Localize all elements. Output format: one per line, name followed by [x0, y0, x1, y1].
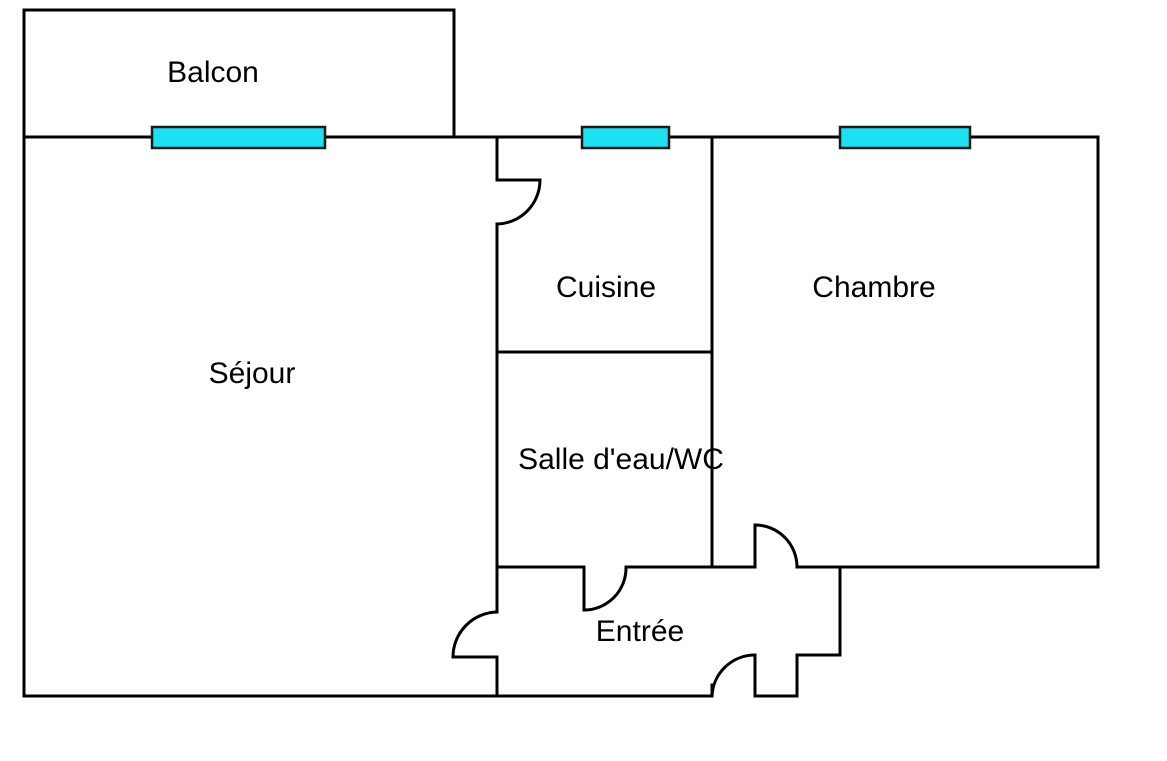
door-chambre: [753, 523, 799, 568]
room-label-cuisine: Cuisine: [556, 271, 656, 304]
door-sejour: [451, 610, 498, 659]
room-label-salle-eau: Salle d'eau/WC: [518, 443, 724, 476]
door-salle-eau: [582, 566, 628, 612]
window-sejour: [150, 125, 327, 150]
room-label-balcon: Balcon: [167, 56, 259, 89]
interior-walls: [495, 135, 842, 698]
door-entrance: [710, 653, 756, 697]
room-label-entree: Entrée: [596, 615, 684, 648]
door-cuisine: [496, 178, 542, 226]
exterior-walls: [22, 135, 1100, 698]
balcon-outline: [22, 8, 456, 139]
window-cuisine: [580, 125, 671, 150]
room-label-chambre: Chambre: [812, 271, 935, 304]
window-chambre: [838, 125, 972, 150]
room-label-sejour: Séjour: [209, 357, 296, 390]
